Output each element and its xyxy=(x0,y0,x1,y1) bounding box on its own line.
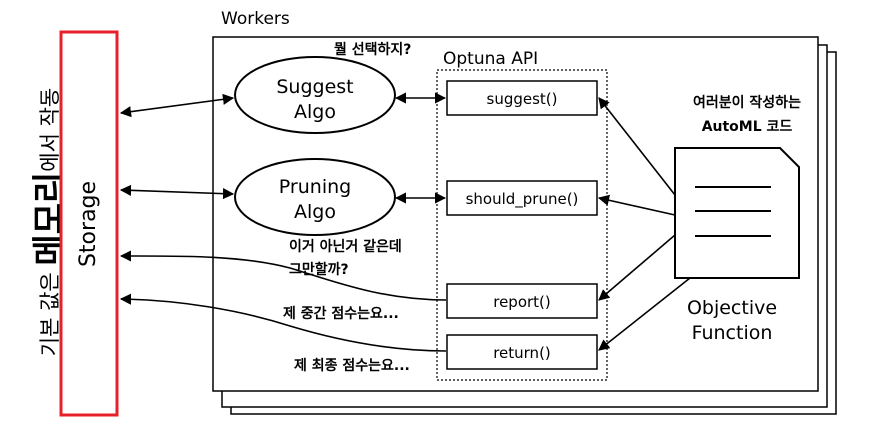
suggest-method-label: suggest() xyxy=(487,90,558,108)
suggest-algo-label-line1: Suggest xyxy=(276,76,353,98)
user-code-caption-line2: AutoML 코드 xyxy=(702,119,793,135)
workers-label: Workers xyxy=(221,9,290,29)
return-method-box xyxy=(446,334,598,370)
report-method-box xyxy=(446,283,598,319)
objective-should-prune-arrow xyxy=(597,194,676,216)
pruning-algo-label-line1: Pruning xyxy=(279,176,351,198)
prune-doubt-note-line1: 이거 아닌거 같은데 xyxy=(289,238,402,255)
objective-function-label-line2: Function xyxy=(692,322,773,344)
pruning-algo-label-line2: Algo xyxy=(294,201,336,223)
intermediate-score-note: 제 중간 점수는요... xyxy=(283,305,399,322)
user-code-caption-line1: 여러분이 작성하는 xyxy=(693,94,801,111)
objective-function-label-line1: Objective xyxy=(687,297,777,319)
storage-box xyxy=(59,30,119,417)
storage-pruning-arrow xyxy=(119,184,235,200)
storage-label: Storage xyxy=(76,181,101,267)
report-to-storage-arrow xyxy=(119,250,447,301)
prune-doubt-note-line2: 그만할까? xyxy=(289,261,349,278)
objective-document-icon xyxy=(674,147,800,279)
storage-suggest-arrow xyxy=(119,93,235,118)
optuna-api-label: Optuna API xyxy=(443,49,538,69)
should-prune-method-label: should_prune() xyxy=(466,190,579,209)
suggest-method-box xyxy=(446,80,598,116)
return-to-storage-arrow xyxy=(119,293,447,352)
objective-return-arrow xyxy=(598,277,691,351)
suggest-algo-label-line2: Algo xyxy=(294,101,336,123)
should-prune-method-box xyxy=(446,180,598,216)
final-score-note: 제 최종 점수는요... xyxy=(294,357,410,374)
optuna-api-region xyxy=(436,69,608,381)
objective-report-arrow xyxy=(598,234,676,301)
what-to-choose-note: 뭘 선택하지? xyxy=(334,41,411,58)
objective-suggest-arrow xyxy=(598,97,676,196)
report-method-label: report() xyxy=(493,293,551,311)
return-method-label: return() xyxy=(493,344,551,362)
